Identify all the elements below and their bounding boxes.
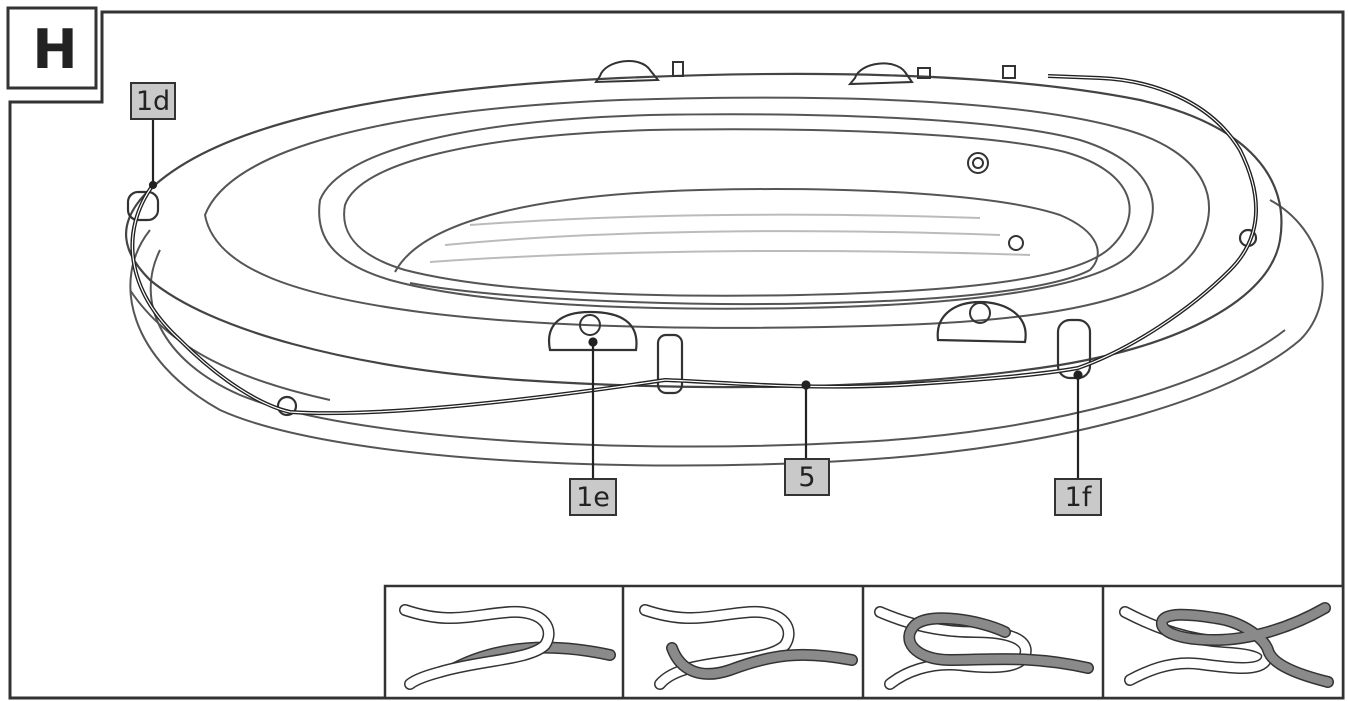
boat-floor [394,188,1099,273]
grab-rope [130,74,1258,416]
callout-1e: 1e [569,478,617,516]
oarlock-top-right-icon [847,62,914,86]
rope-eyelet-1d-icon [126,190,160,222]
knot-step-3-illustration [874,606,1094,690]
knot-step-1-illustration [399,604,616,690]
diagram-frame [8,10,1345,700]
oarlock-front-right-icon [936,300,1027,344]
inflatable-boat [125,60,1324,467]
callout-5: 5 [784,458,830,496]
knot-step-2-illustration [639,604,858,690]
callout-1f: 1f [1054,478,1102,516]
oarlock-top-left-icon [594,60,661,84]
top-valve-2-icon [1002,65,1016,79]
rope-eyelet-left-icon [276,395,298,417]
rope-clip-1f-icon [1056,318,1092,380]
step-letter: H [32,17,78,81]
knot-step-4-illustration [1119,602,1334,688]
callout-leaders [148,120,1083,478]
callout-1d: 1d [130,82,176,120]
top-valve-icon [672,61,684,77]
drain-valve-icon [1008,235,1024,251]
oarlock-1e-icon [547,310,638,352]
rope-clip-middle-icon [656,333,684,395]
valve-icon [967,152,989,174]
boat-inner-tube [203,96,1210,329]
boat-hull-outer [129,199,1324,467]
step-letter-box [6,6,98,90]
boat-main-tube [125,72,1283,389]
